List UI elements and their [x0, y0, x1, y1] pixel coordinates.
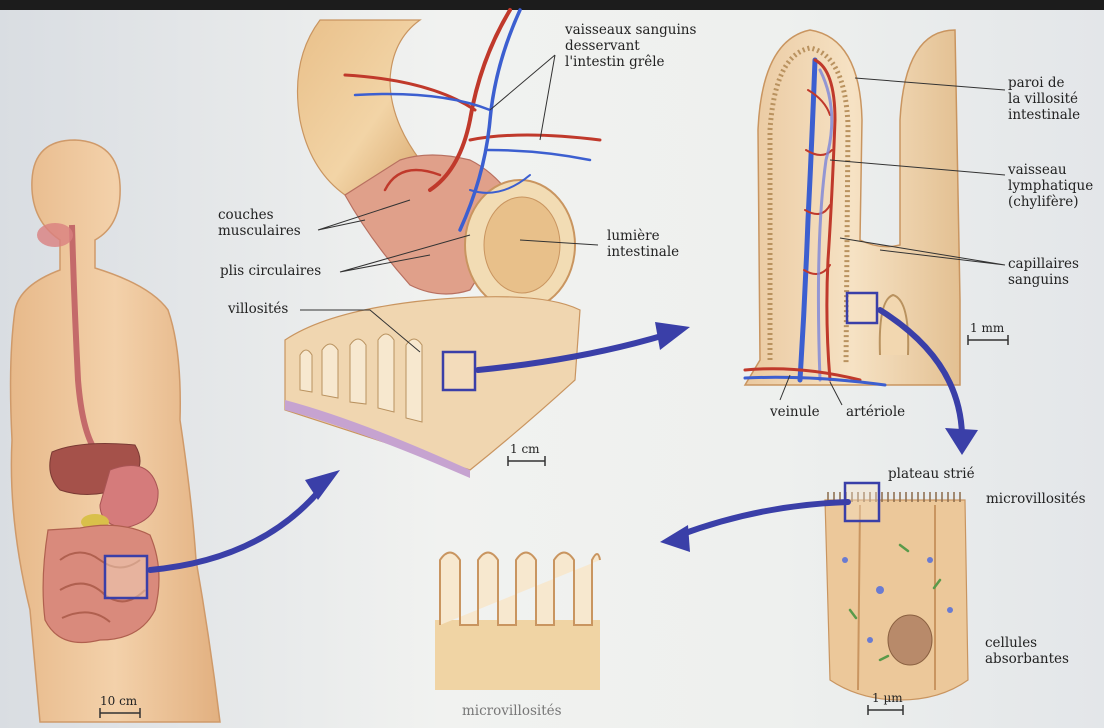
label-lymphatic-vessel: vaisseau lymphatique (chylifère): [1008, 162, 1093, 210]
label-villus-wall: paroi de la villosité intestinale: [1008, 75, 1080, 123]
arrow-cells-to-microvilli: [680, 502, 848, 535]
scale-cell: 1 µm: [872, 690, 903, 706]
label-microvilli-bottom: microvillosités: [462, 703, 562, 719]
human-body: [11, 140, 220, 722]
label-absorbent-cells: cellules absorbantes: [985, 635, 1069, 667]
absorbent-cells: [825, 483, 968, 700]
intestine-section: [285, 10, 600, 478]
label-blood-vessels: vaisseaux sanguins desservant l'intestin…: [565, 22, 696, 70]
label-microvilli-top: microvillosités: [986, 491, 1086, 507]
label-arteriole: artériole: [846, 404, 905, 420]
villus-detail: [745, 30, 960, 385]
label-intestinal-lumen: lumière intestinale: [607, 228, 679, 260]
label-brush-border: plateau strié: [888, 466, 975, 482]
scale-body: 10 cm: [100, 693, 137, 709]
microvilli-detail: [435, 553, 600, 691]
label-capillaries: capillaires sanguins: [1008, 256, 1079, 288]
label-venule: veinule: [770, 404, 820, 420]
label-circular-folds: plis circulaires: [220, 263, 321, 279]
label-muscular-layers: couches musculaires: [218, 207, 301, 239]
label-villi: villosités: [228, 301, 288, 317]
scale-intestine: 1 cm: [510, 441, 540, 457]
scale-villus: 1 mm: [970, 320, 1004, 336]
